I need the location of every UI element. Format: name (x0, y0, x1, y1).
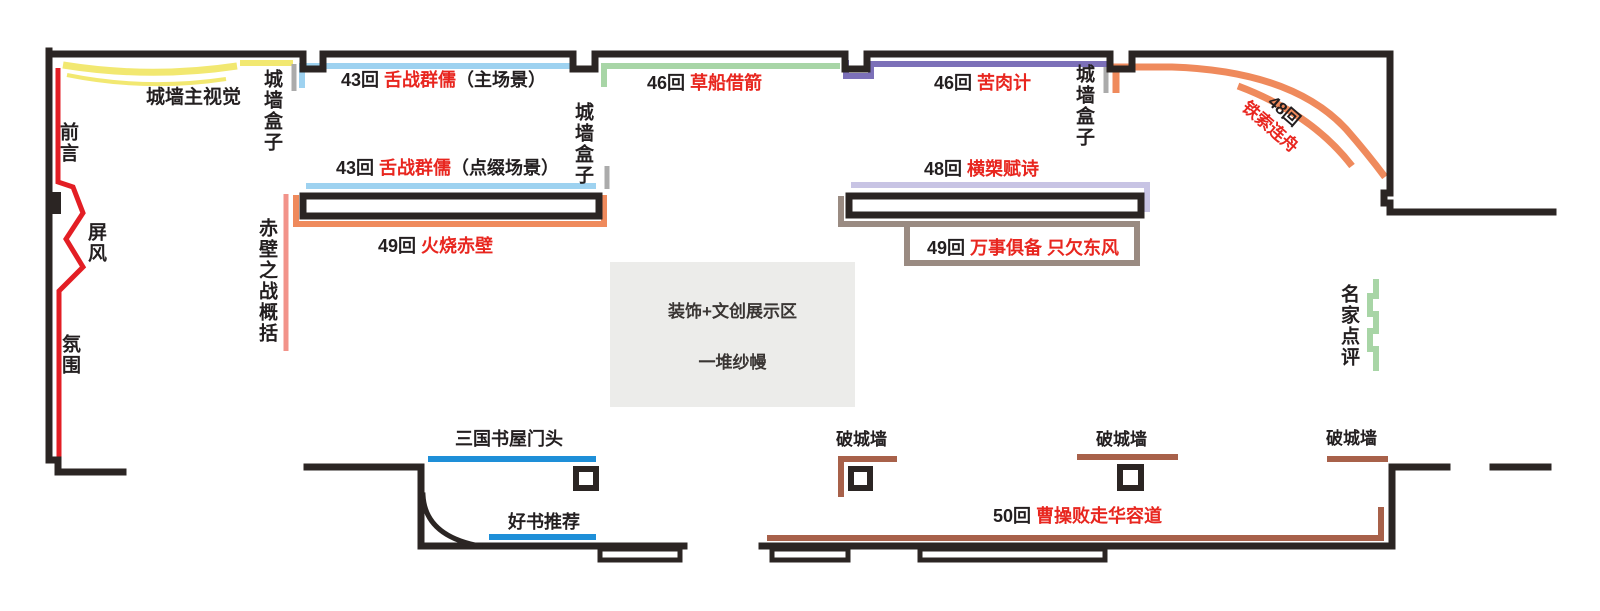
wall-slot-3 (917, 546, 1108, 563)
label-exhibit-43-main: 43回舌战群儒（主场景） (341, 70, 547, 90)
column-broken-wall-1 (848, 466, 873, 491)
label-wall-box-1: 城墙盒子 (261, 69, 282, 153)
zone-line-46-boats (601, 63, 840, 87)
zone-curve-48-chains-outer (1112, 63, 1388, 180)
red-screen-line (55, 68, 87, 458)
decor-zone-label-2: 一堆纱幔 (698, 352, 767, 372)
zone-line-49-wind (838, 196, 1140, 266)
label-ambience: 氛围 (59, 334, 80, 376)
label-exhibit-50-escape: 50回曹操败走华容道 (993, 506, 1163, 526)
column-broken-wall-2 (1117, 464, 1144, 491)
label-exhibit-43-accent: 43回舌战群儒（点缀场景） (336, 158, 560, 178)
decor-zone: 装饰+文创展示区 一堆纱幔 (610, 262, 855, 407)
label-broken-wall-1: 破城墙 (836, 430, 887, 449)
label-wall-box-3: 城墙盒子 (1073, 64, 1094, 148)
zone-line-50-escape (767, 507, 1384, 541)
wall-top (51, 50, 1557, 216)
zone-curve-48-chains-inner (1236, 82, 1355, 169)
zone-line-expert-reviews (1367, 279, 1379, 371)
label-good-books: 好书推荐 (508, 512, 580, 532)
wall-slot-2 (769, 546, 851, 563)
yellow-arc-main (62, 61, 238, 76)
zone-line-48-poem (851, 182, 1150, 212)
label-expert-reviews: 名家点评 (1338, 284, 1359, 368)
display-case-left (299, 192, 603, 220)
label-broken-wall-2: 破城墙 (1096, 430, 1147, 449)
wall-left-pilaster (49, 192, 61, 214)
wall-slot-1 (597, 546, 683, 563)
label-bookshop-header: 三国书屋门头 (455, 429, 563, 449)
wall-bottom-right (758, 463, 1451, 550)
label-foreword: 前言 (57, 122, 78, 164)
label-broken-wall-3: 破城墙 (1326, 429, 1377, 448)
label-screen: 屏风 (85, 222, 106, 264)
label-wall-main-visual: 城墙主视觉 (146, 87, 242, 108)
wall-bookshop (303, 463, 688, 550)
wall-left (45, 47, 127, 476)
label-exhibit-49-fire: 49回火烧赤壁 (378, 236, 494, 256)
label-exhibit-46-boats: 46回草船借箭 (647, 73, 763, 93)
door-swing-arc (420, 492, 483, 549)
label-exhibit-46-kurou: 46回苦肉计 (934, 73, 1032, 93)
decor-zone-label-1: 装饰+文创展示区 (668, 301, 797, 321)
column-bookshop (573, 466, 599, 491)
label-wall-box-2: 城墙盒子 (572, 102, 593, 186)
label-exhibit-49-wind: 49回万事俱备 只欠东风 (927, 238, 1120, 258)
zone-line-49-fire (293, 195, 607, 227)
broken-wall-line-1 (838, 456, 897, 497)
display-case-right (845, 192, 1145, 219)
label-chibi-overview: 赤壁之战概括 (256, 218, 277, 344)
label-exhibit-48-poem: 48回横槊赋诗 (924, 159, 1040, 179)
yellow-arc-inner (66, 73, 227, 87)
